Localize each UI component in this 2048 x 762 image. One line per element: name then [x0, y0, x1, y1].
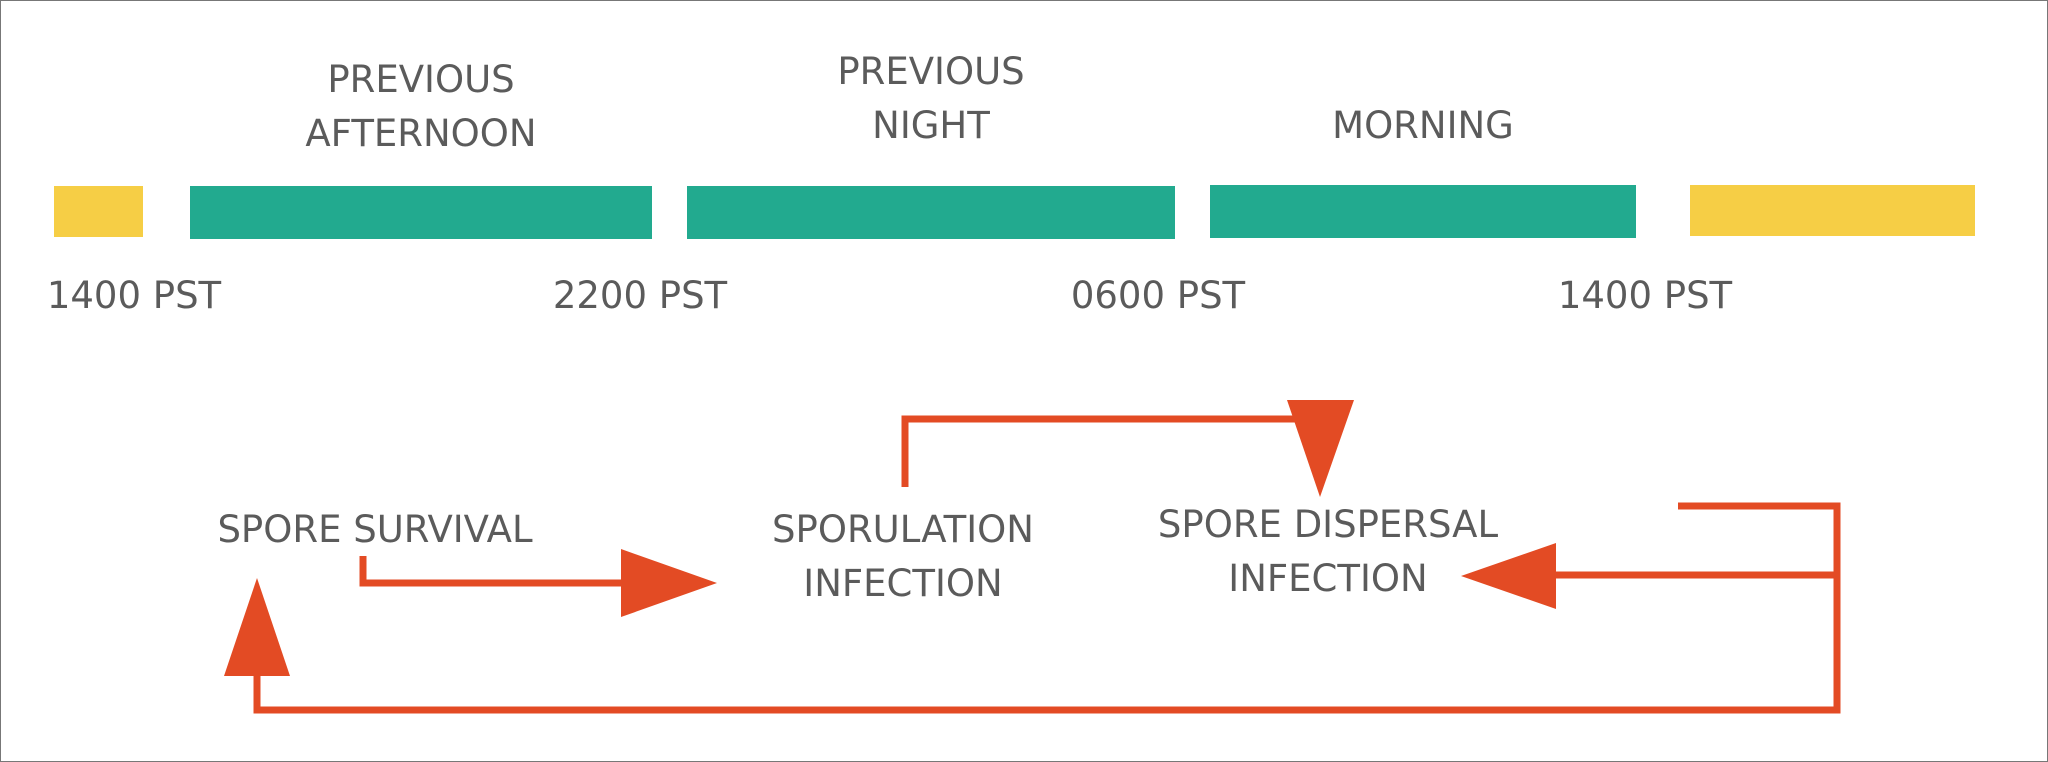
period-label-previous-night: PREVIOUS NIGHT	[781, 45, 1081, 153]
sporulation-line2: INFECTION	[803, 562, 1003, 605]
arrow-sporulation-to-dispersal	[901, 400, 1354, 497]
arrow-survival-to-sporulation	[359, 549, 717, 617]
timeline-bar-start	[54, 186, 143, 237]
spore-dispersal-line1: SPORE DISPERSAL	[1157, 503, 1499, 546]
arrow-dispersal-loop	[224, 502, 1841, 714]
spore-dispersal-infection-label: SPORE DISPERSAL INFECTION	[1128, 498, 1528, 606]
timeline-bar-previous-night	[687, 186, 1175, 239]
sporulation-infection-label: SPORULATION INFECTION	[723, 503, 1083, 611]
timeline-bar-morning	[1210, 185, 1636, 238]
timeline-bar-end	[1690, 185, 1975, 236]
sporulation-line1: SPORULATION	[772, 508, 1034, 551]
period-label-line1: PREVIOUS	[327, 58, 515, 101]
timeline-bar-previous-afternoon	[190, 186, 652, 239]
period-label-line1: PREVIOUS	[837, 50, 1025, 93]
period-label-line2: AFTERNOON	[305, 112, 537, 155]
time-label-2200: 2200 PST	[552, 274, 728, 317]
time-label-1400-end: 1400 PST	[1557, 274, 1733, 317]
spore-survival-label: SPORE SURVIVAL	[217, 508, 533, 551]
period-label-morning: MORNING	[1273, 99, 1573, 153]
time-label-1400-start: 1400 PST	[46, 274, 222, 317]
spore-dispersal-line2: INFECTION	[1228, 557, 1428, 600]
period-label-line1: MORNING	[1332, 104, 1514, 147]
period-label-line2: NIGHT	[872, 104, 990, 147]
period-label-previous-afternoon: PREVIOUS AFTERNOON	[271, 53, 571, 161]
time-label-0600: 0600 PST	[1070, 274, 1246, 317]
